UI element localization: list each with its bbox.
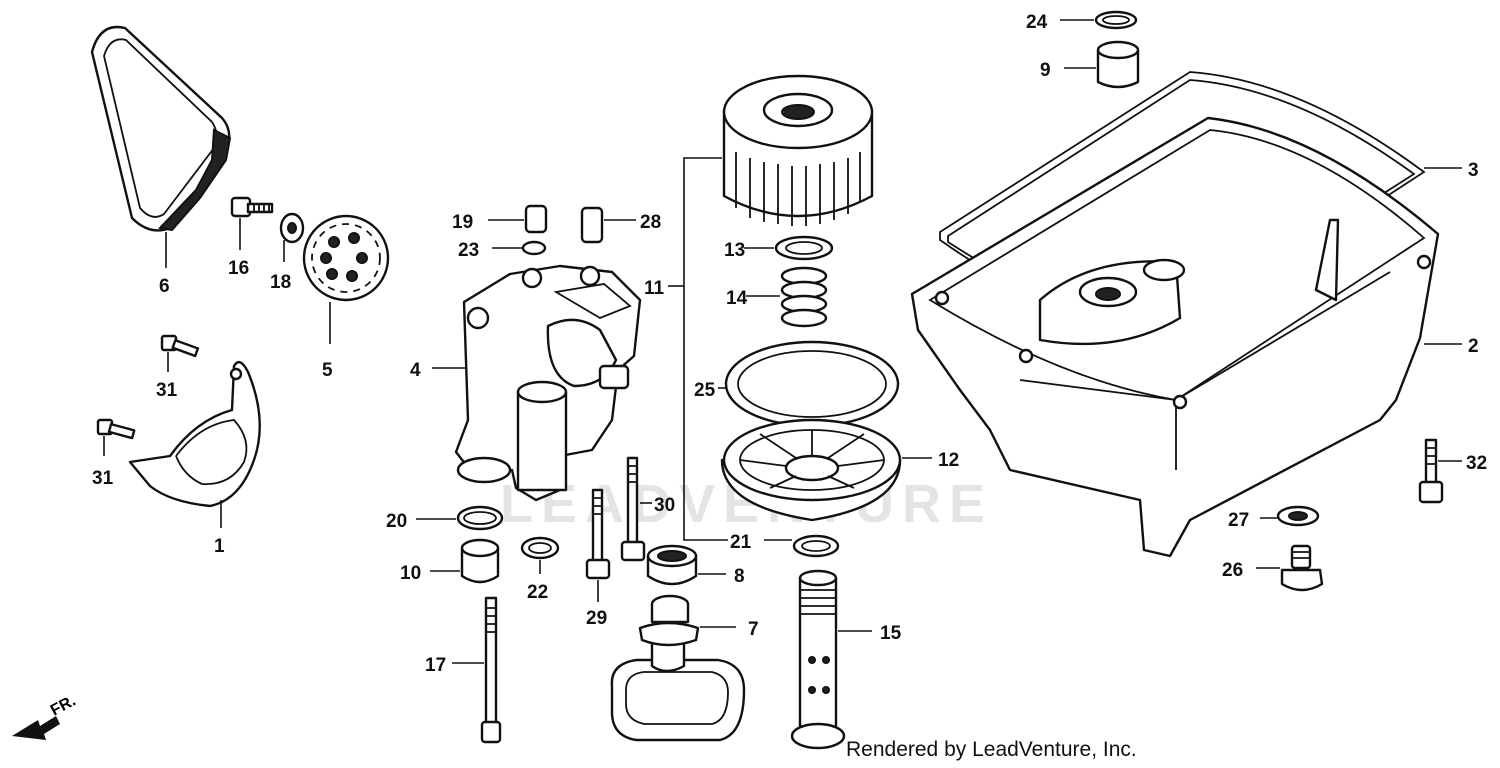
part-bolt-30[interactable] xyxy=(620,456,646,562)
part-sprocket[interactable] xyxy=(302,214,390,302)
part-filter-cover[interactable] xyxy=(720,418,902,522)
callout-10: 10 xyxy=(400,563,421,584)
callout-7: 7 xyxy=(748,619,759,640)
part-bolt-31-lower[interactable] xyxy=(96,418,136,440)
part-oring-13[interactable] xyxy=(774,235,834,261)
callout-29: 29 xyxy=(586,608,607,629)
callout-28: 28 xyxy=(640,212,661,233)
render-credit: Rendered by LeadVenture, Inc. xyxy=(846,738,1137,761)
callout-11: 11 xyxy=(644,278,665,299)
callout-23: 23 xyxy=(458,240,479,261)
part-washer-27[interactable] xyxy=(1276,505,1320,527)
callout-6: 6 xyxy=(159,276,170,297)
callout-24: 24 xyxy=(1026,12,1048,33)
callout-22: 22 xyxy=(527,582,548,603)
part-oring-23[interactable] xyxy=(521,240,547,256)
part-collar-9[interactable] xyxy=(1096,40,1140,89)
callout-15: 15 xyxy=(880,623,902,644)
part-oil-pump[interactable] xyxy=(454,264,642,502)
callout-16: 16 xyxy=(228,258,249,279)
callout-21: 21 xyxy=(730,532,752,553)
part-oring-21[interactable] xyxy=(792,534,840,558)
callout-2: 2 xyxy=(1468,336,1479,357)
callout-13: 13 xyxy=(724,240,745,261)
callout-19: 19 xyxy=(452,212,473,233)
callout-17: 17 xyxy=(425,655,446,676)
callout-5: 5 xyxy=(322,360,333,381)
part-dowel-19[interactable] xyxy=(524,204,548,234)
front-direction-arrow-icon: FR. xyxy=(12,692,79,740)
front-direction-label: FR. xyxy=(48,692,79,719)
callout-31-upper: 31 xyxy=(156,380,178,401)
callout-9: 9 xyxy=(1040,60,1051,81)
part-collar-10[interactable] xyxy=(460,538,500,584)
part-cover-1[interactable] xyxy=(128,360,261,508)
part-bolt-29[interactable] xyxy=(585,488,611,580)
callout-12: 12 xyxy=(938,450,959,471)
bracket-11 xyxy=(683,157,728,541)
part-oring-20[interactable] xyxy=(456,505,504,531)
callout-25: 25 xyxy=(694,380,716,401)
part-strainer-7[interactable] xyxy=(610,594,746,742)
callout-30: 30 xyxy=(654,495,675,516)
callout-1: 1 xyxy=(214,536,225,557)
callout-26: 26 xyxy=(1222,560,1243,581)
part-pipe-15[interactable] xyxy=(790,569,846,750)
part-oring-22[interactable] xyxy=(520,536,560,560)
part-dowel-28[interactable] xyxy=(580,206,604,244)
callout-18: 18 xyxy=(270,272,291,293)
part-spring-14[interactable] xyxy=(780,266,828,328)
callout-4: 4 xyxy=(410,360,421,381)
part-oil-filter[interactable] xyxy=(722,74,874,226)
part-cam-chain[interactable] xyxy=(90,25,232,232)
callout-20: 20 xyxy=(386,511,407,532)
part-oring-25[interactable] xyxy=(724,340,900,428)
callout-32: 32 xyxy=(1466,453,1487,474)
callout-14: 14 xyxy=(726,288,748,309)
part-seal-8[interactable] xyxy=(646,544,698,586)
part-oil-pan[interactable] xyxy=(910,116,1440,558)
part-drain-plug-26[interactable] xyxy=(1280,544,1324,592)
part-washer-18[interactable] xyxy=(279,212,305,244)
part-oring-24[interactable] xyxy=(1094,10,1138,30)
callout-8: 8 xyxy=(734,566,745,587)
callout-27: 27 xyxy=(1228,510,1249,531)
callout-3: 3 xyxy=(1468,160,1479,181)
part-bolt-17[interactable] xyxy=(480,596,502,744)
part-bolt-32[interactable] xyxy=(1418,438,1444,504)
part-bolt-31-upper[interactable] xyxy=(160,334,200,358)
callout-31-lower: 31 xyxy=(92,468,114,489)
part-bolt-16[interactable] xyxy=(230,196,274,218)
